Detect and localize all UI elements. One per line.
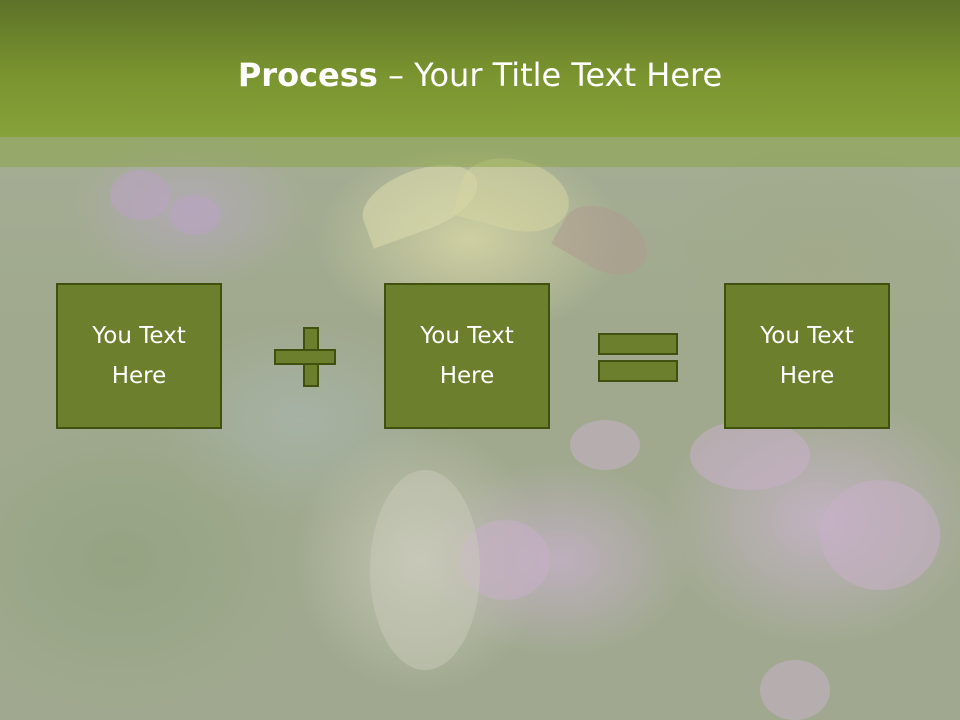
title-bold: Process [237, 56, 378, 94]
process-box-1[interactable]: You Text Here [56, 283, 222, 429]
slide-title[interactable]: Process – Your Title Text Here [0, 52, 960, 98]
process-box-3[interactable]: You Text Here [724, 283, 890, 429]
equals-icon [598, 333, 678, 383]
title-dash: – [377, 56, 415, 94]
title-bar [0, 0, 960, 137]
plus-icon [274, 327, 336, 387]
process-box-2[interactable]: You Text Here [384, 283, 550, 429]
title-rest: Your Title Text Here [414, 56, 723, 94]
title-accent-strip [0, 137, 960, 167]
